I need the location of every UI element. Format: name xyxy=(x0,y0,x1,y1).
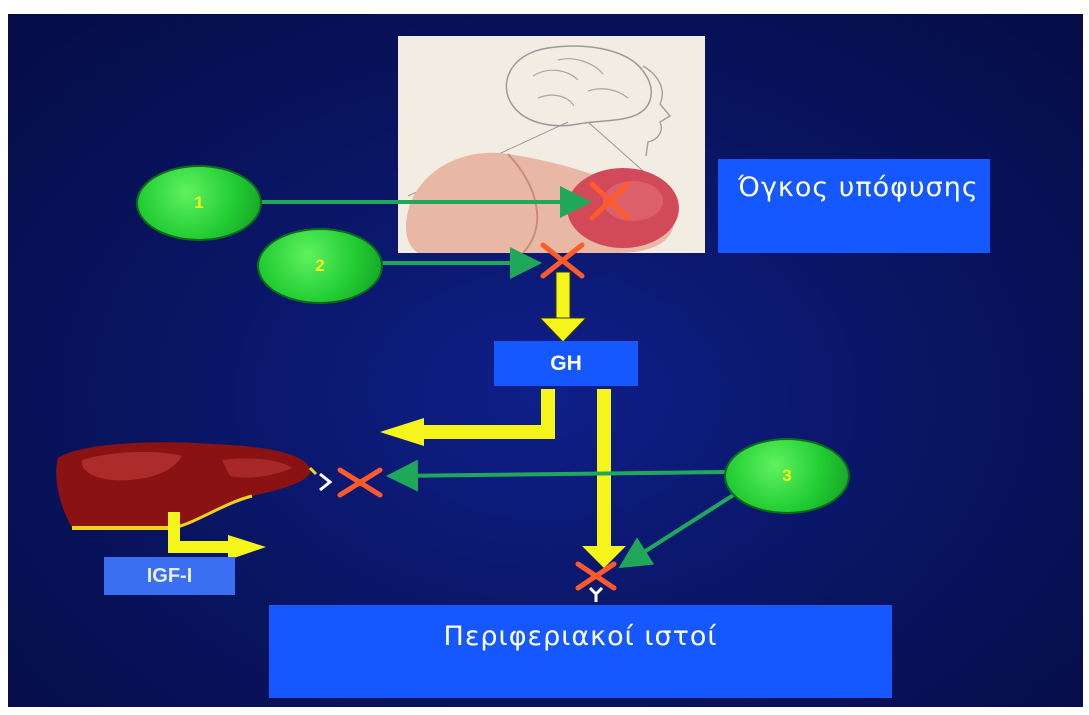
liver-illustration xyxy=(52,440,322,570)
peripheral-tissues-label: Περιφεριακοί ιστοί xyxy=(269,605,892,698)
igf-label: IGF-I xyxy=(104,557,235,595)
pituitary-illustration xyxy=(398,36,705,253)
step-3-circle: 3 xyxy=(724,438,850,514)
pituitary-tumor-label: Όγκος υπόφυσης xyxy=(718,159,990,253)
step-1-circle: 1 xyxy=(136,165,262,241)
step-2-circle: 2 xyxy=(257,228,383,304)
gh-label: GH xyxy=(494,341,638,386)
